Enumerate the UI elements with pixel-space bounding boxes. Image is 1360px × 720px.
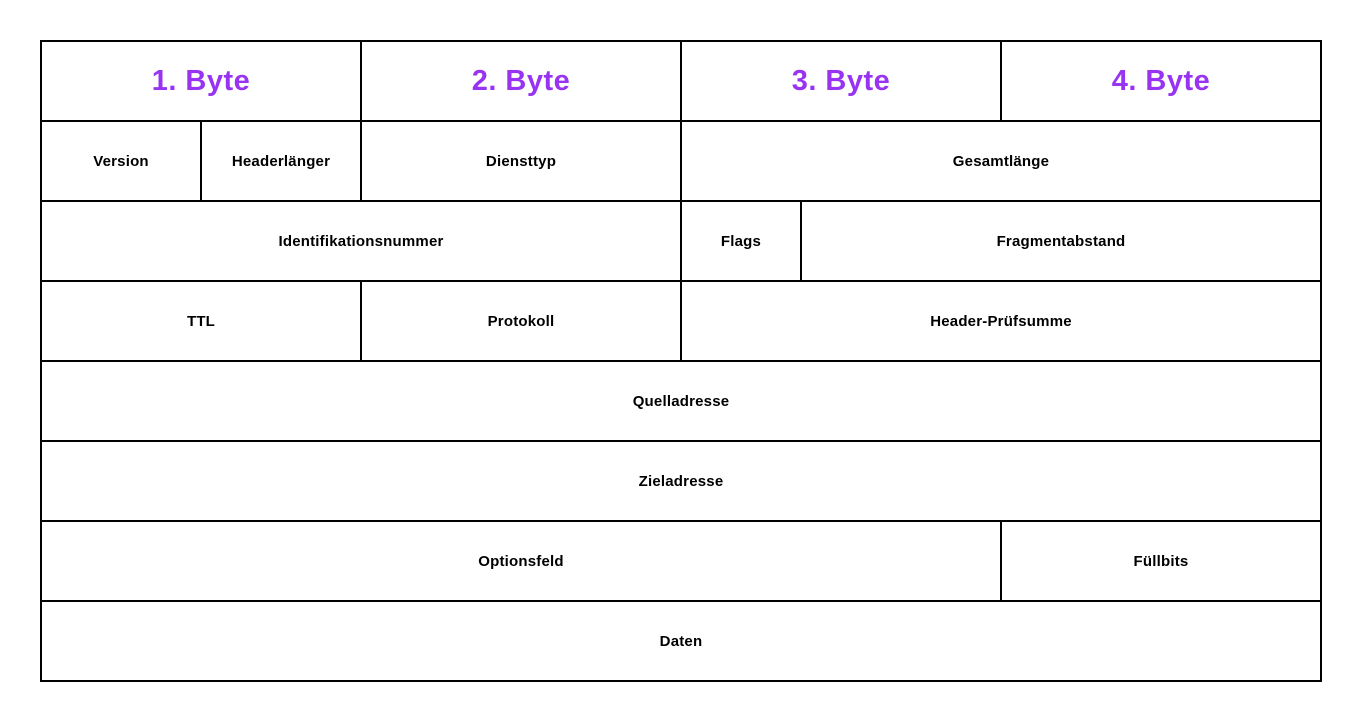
field-data: Daten — [42, 602, 1322, 682]
field-header-length: Headerlänger — [202, 122, 362, 202]
field-service-type: Diensttyp — [362, 122, 682, 202]
field-flags: Flags — [682, 202, 802, 282]
ipv4-header-diagram: 1. Byte 2. Byte 3. Byte 4. Byte Version … — [40, 40, 1322, 682]
field-source-address: Quelladresse — [42, 362, 1322, 442]
field-header-checksum: Header-Prüfsumme — [682, 282, 1322, 362]
field-total-length: Gesamtlänge — [682, 122, 1322, 202]
byte-header-4: 4. Byte — [1002, 42, 1322, 122]
field-protocol: Protokoll — [362, 282, 682, 362]
field-version: Version — [42, 122, 202, 202]
field-identification: Identifikationsnummer — [42, 202, 682, 282]
byte-header-3: 3. Byte — [682, 42, 1002, 122]
ipv4-header-table: 1. Byte 2. Byte 3. Byte 4. Byte Version … — [40, 40, 1322, 682]
byte-header-2: 2. Byte — [362, 42, 682, 122]
field-ttl: TTL — [42, 282, 362, 362]
field-fragment-offset: Fragmentabstand — [802, 202, 1322, 282]
field-destination-address: Zieladresse — [42, 442, 1322, 522]
byte-header-1: 1. Byte — [42, 42, 362, 122]
field-options: Optionsfeld — [42, 522, 1002, 602]
field-padding: Füllbits — [1002, 522, 1322, 602]
